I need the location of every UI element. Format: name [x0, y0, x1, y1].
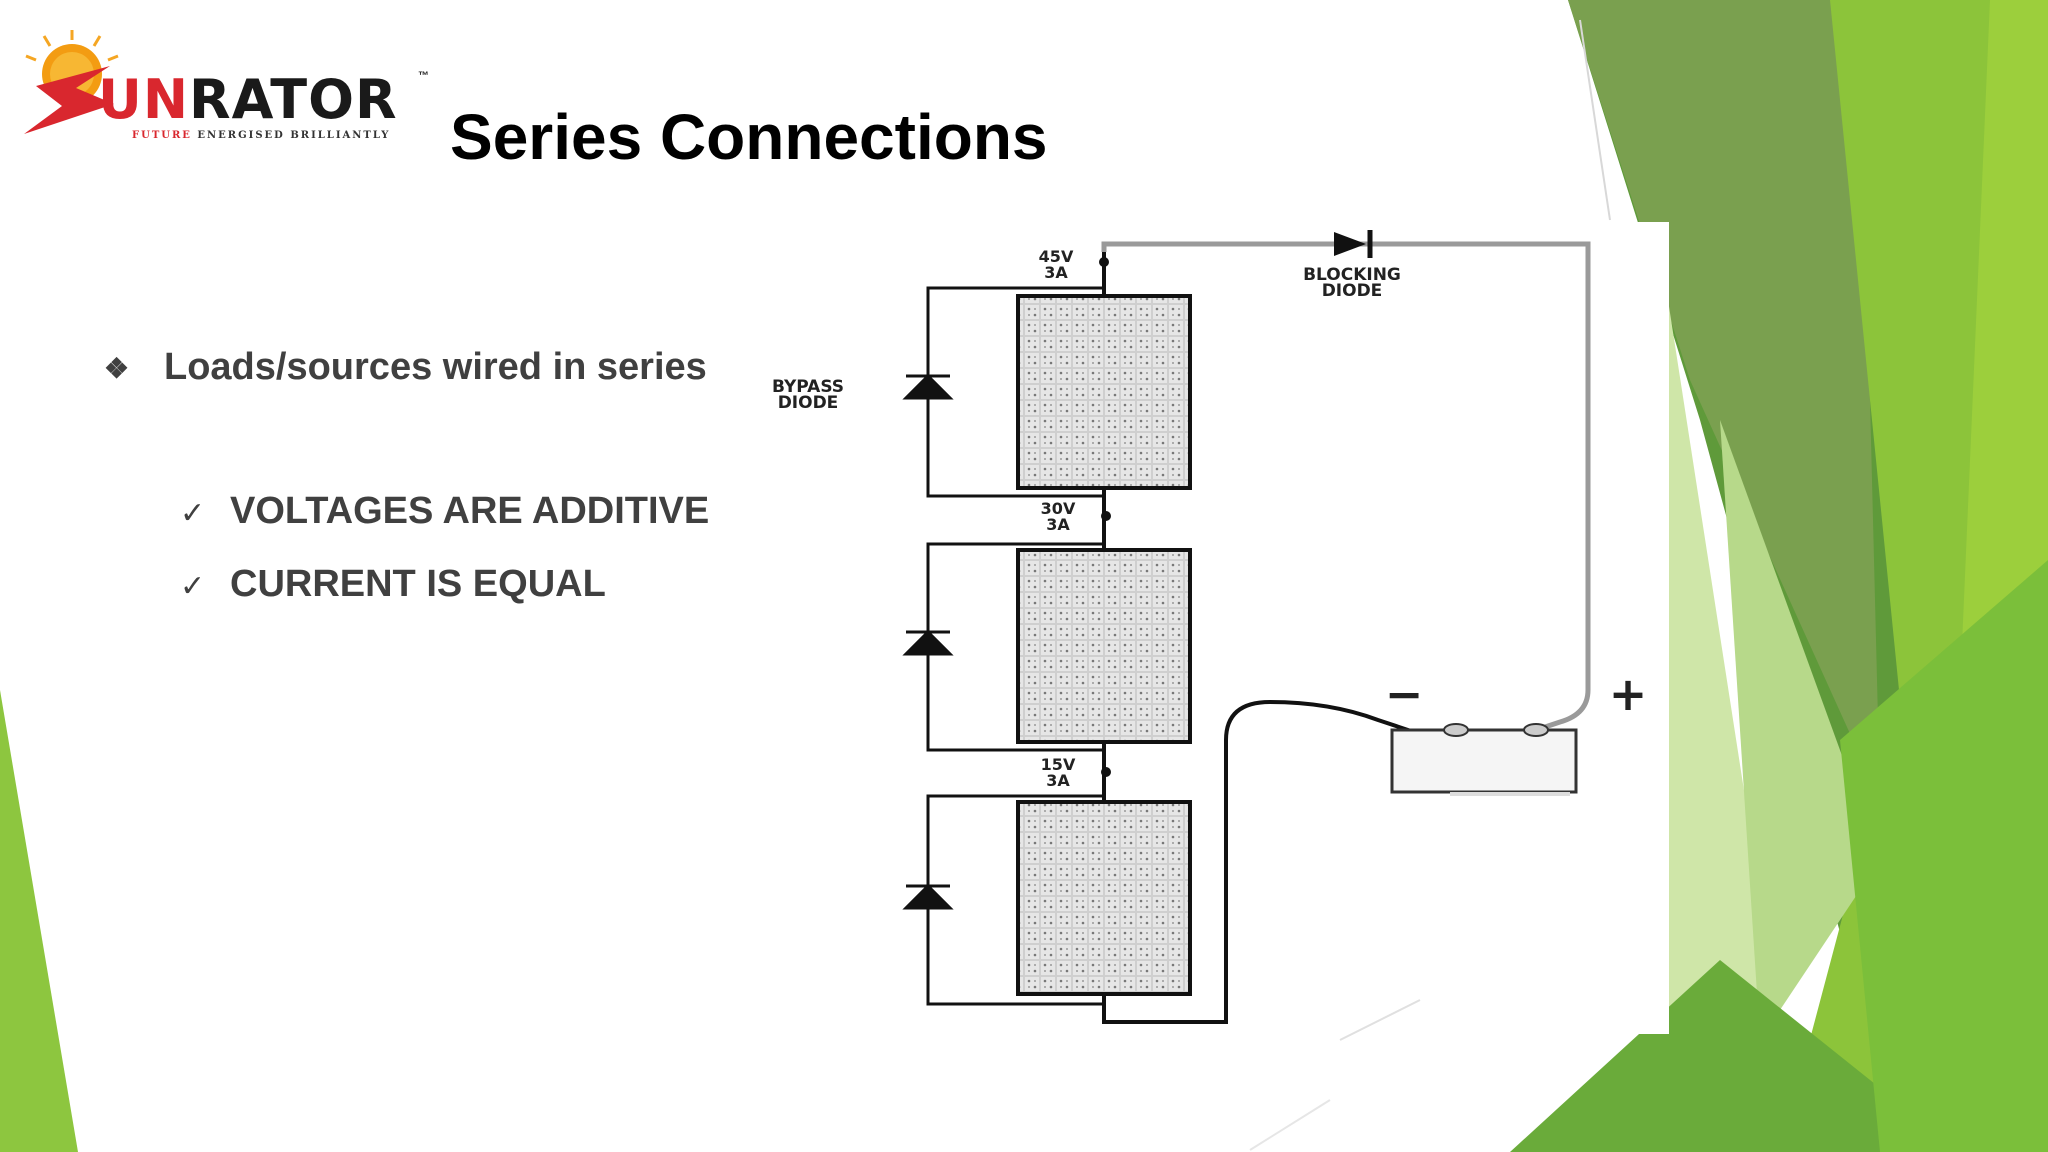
blocking-diode: [1334, 230, 1373, 258]
left-green-shape: [0, 690, 78, 1152]
bypass-label-line2: DIODE: [778, 393, 839, 413]
logo-tagline-red: FUTURE: [132, 130, 192, 141]
blocking-label-line2: DIODE: [1322, 281, 1383, 301]
bypass-diode-top: [902, 286, 1104, 498]
sun-icon: [24, 30, 119, 134]
minus-sign: −: [1385, 667, 1424, 721]
sub-bullet-2-text: CURRENT IS EQUAL: [230, 563, 606, 605]
bottom-right-green-2: [1840, 560, 2048, 1152]
battery: [1390, 723, 1578, 796]
main-bullet-text: Loads/sources wired in series: [164, 346, 707, 388]
main-bullet: ❖ Loads/sources wired in series: [104, 346, 707, 389]
solar-panel-bottom: [1016, 800, 1192, 996]
logo-tagline-dark: ENERGISED BRILLIANTLY: [197, 130, 391, 141]
sub-bullet-1: ✓ VOLTAGES ARE ADDITIVE: [180, 490, 709, 533]
bypass-diode-bottom: [902, 794, 1104, 1006]
bypass-label-line1: BYPASS: [772, 377, 844, 397]
solar-panel-middle: [1016, 548, 1192, 744]
blocking-label-line1: BLOCKING: [1303, 265, 1401, 285]
right-olive-facet: [1568, 0, 1880, 800]
logo-wordmark: UNRATOR: [98, 68, 398, 131]
right-pale-facet-2: [1720, 420, 1880, 1040]
logo-tagline: FUTURE ENERGISED BRILLIANTLY: [132, 130, 390, 141]
sub-bullet-1-text: VOLTAGES ARE ADDITIVE: [230, 490, 710, 532]
logo-wordmark-red: UN: [98, 68, 190, 131]
bottom-right-green: [1510, 960, 1960, 1152]
top-voltage-label: 45V: [1039, 247, 1074, 266]
series-circuit-diagram: 45V 3A 30V 3A 15V 3A BYPASS DIODE BLOCKI…: [772, 230, 1648, 1024]
low-voltage-label: 15V: [1041, 755, 1076, 774]
top-current-label: 3A: [1044, 263, 1068, 282]
checkmark-icon: ✓: [180, 570, 206, 603]
checkmark-icon: ✓: [180, 497, 206, 530]
solar-panel-top: [1016, 294, 1192, 490]
slide-title: Series Connections: [450, 101, 1048, 173]
plus-sign: +: [1609, 667, 1648, 721]
bypass-diode-middle: [902, 542, 1104, 752]
logo-wordmark-dark: RATOR: [189, 68, 398, 131]
logo-trademark: ™: [418, 70, 429, 82]
mid-voltage-label: 30V: [1041, 499, 1076, 518]
company-logo: UNRATOR ™ FUTURE ENERGISED BRILLIANTLY: [14, 26, 434, 146]
diamond-bullet-icon: ❖: [104, 353, 130, 385]
mid-current-label: 3A: [1046, 515, 1070, 534]
positive-wire: [1101, 241, 1591, 733]
sub-bullet-2: ✓ CURRENT IS EQUAL: [180, 563, 606, 606]
diagram-panel-bg: [735, 222, 1669, 1034]
low-current-label: 3A: [1046, 771, 1070, 790]
